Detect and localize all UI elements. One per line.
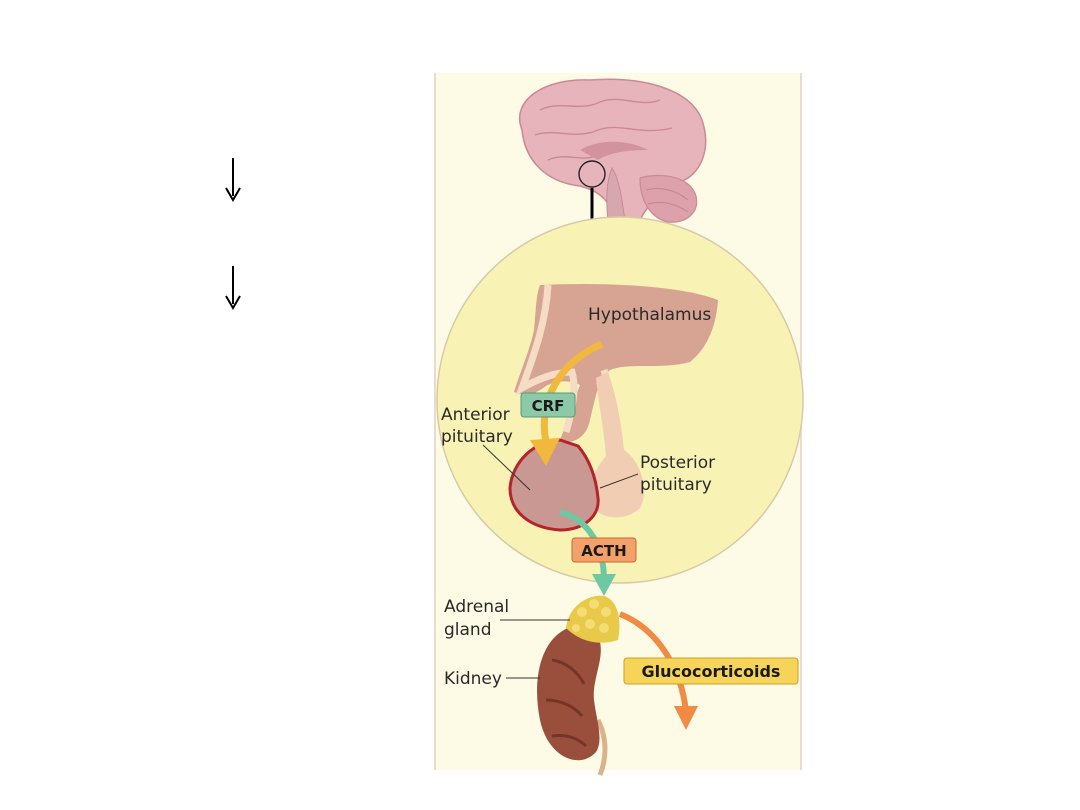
crf-tag	[520, 392, 576, 418]
adrenal-gland-label-1: Adrenal	[444, 597, 509, 617]
acth-tag	[571, 537, 637, 563]
hypothalamus-label: Hypothalamus	[588, 305, 711, 325]
down-arrow-icon	[225, 295, 241, 310]
glucocorticoids-tag	[623, 657, 799, 685]
posterior-pituitary-label-2: pituitary	[640, 475, 712, 495]
posterior-pituitary-label-1: Posterior	[640, 453, 715, 473]
crf-label: CRF	[532, 397, 565, 415]
kidney-label: Kidney	[444, 669, 502, 689]
glucocorticoids-label: Glucocorticoids	[642, 662, 781, 681]
acth-label: ACTH	[581, 542, 626, 560]
left-arrow-1	[225, 158, 241, 202]
kidney-illustration	[537, 625, 608, 776]
adrenal-gland-illustration	[566, 595, 620, 643]
anterior-pituitary	[508, 438, 600, 532]
zoom-circle	[436, 216, 804, 584]
brain-illustration	[519, 78, 707, 230]
posterior-pituitary	[589, 372, 645, 518]
left-arrow-2	[225, 266, 241, 310]
anterior-pituitary-label-1: Anterior	[441, 405, 510, 425]
anterior-pituitary-label-2: pituitary	[441, 427, 513, 447]
adrenal-gland-label-2: gland	[444, 620, 492, 640]
down-arrow-icon	[225, 187, 241, 202]
